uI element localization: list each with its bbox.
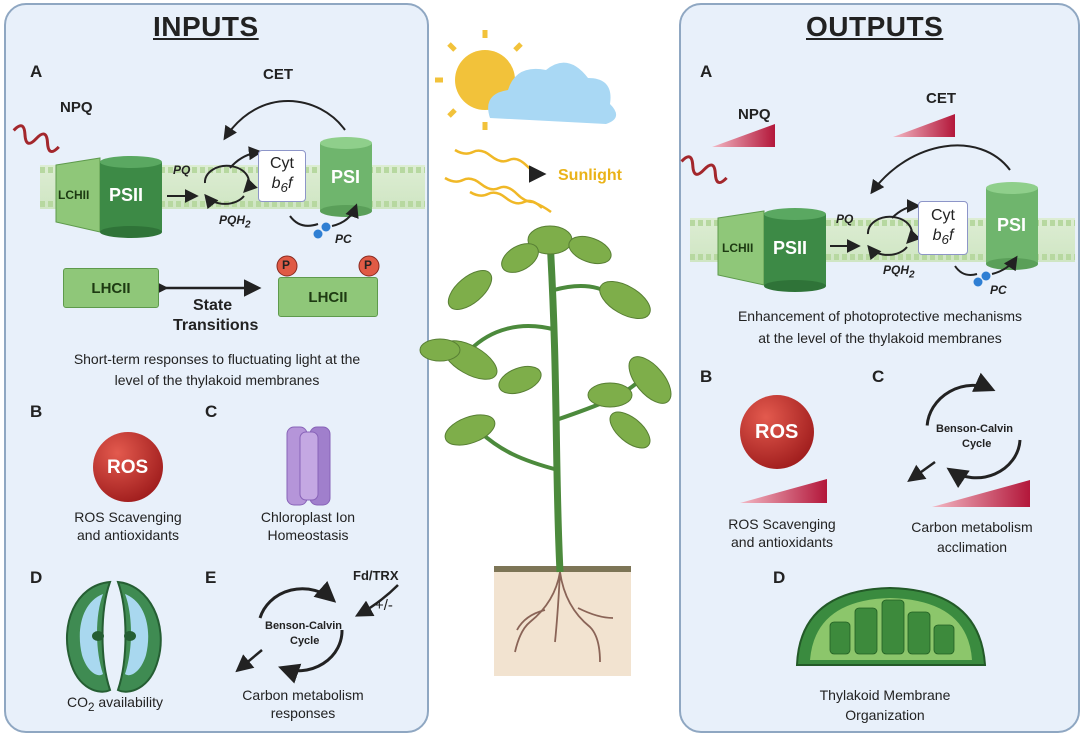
inputs-e-caption-2: responses (270, 705, 336, 721)
outputs-b-caption-2: and antioxidants (731, 534, 833, 550)
inputs-c-caption-2: Homeostasis (267, 527, 349, 543)
inputs-e-cycle-label-2: Cycle (290, 635, 320, 647)
outputs-psii-cylinder (764, 208, 826, 292)
inputs-fdtrx-label: Fd/TRX (353, 568, 399, 583)
inputs-cet-label: CET (263, 66, 293, 83)
outputs-chloroplast-icon (795, 586, 987, 666)
outputs-npq-ramp (712, 124, 775, 147)
sunlight-rays (444, 148, 552, 214)
inputs-cet-arrow (223, 100, 346, 141)
cloud-icon (488, 62, 617, 124)
inputs-b-caption-1: ROS Scavenging (74, 509, 182, 525)
outputs-cet-arrow (870, 144, 1011, 195)
outputs-pq-label: PQ (836, 212, 854, 226)
inputs-ion-channel-icon (286, 426, 331, 506)
inputs-stomata-icon (65, 580, 162, 693)
outputs-npq-label: NPQ (738, 106, 771, 123)
outputs-pc-dot (973, 277, 983, 287)
inputs-lchii-label: LCHII (58, 188, 90, 202)
inputs-ros-label: ROS (107, 457, 149, 478)
inputs-b-letter: B (30, 402, 43, 421)
outputs-c-letter: C (872, 367, 885, 386)
inputs-cyt-label: Cyt (270, 154, 294, 172)
inputs-d-caption: CO2 availability (67, 694, 163, 714)
outputs-lchii-label: LCHII (722, 241, 754, 255)
inputs-sign-label: +/- (375, 597, 393, 614)
inputs-phospho-left (276, 255, 298, 277)
outputs-calvin-cycle-icon (907, 372, 1022, 489)
inputs-ros-ball (93, 432, 163, 502)
inputs-phospho-right (358, 255, 380, 277)
inputs-npq-label: NPQ (60, 99, 93, 116)
outputs-b-letter: B (700, 367, 713, 386)
outputs-heading: OUTPUTS (806, 11, 944, 42)
plant-roots (514, 571, 614, 663)
inputs-b-caption-2: and antioxidants (77, 527, 179, 543)
inputs-pq-cycle (203, 164, 258, 194)
inputs-d-letter: D (30, 568, 43, 587)
outputs-ros-ball (740, 395, 814, 469)
inputs-npq-wave (12, 124, 60, 153)
inputs-pq-label: PQ (173, 163, 191, 177)
outputs-psi-cylinder (986, 182, 1038, 270)
outputs-c-cycle-label-1: Benson-Calvin (936, 423, 1014, 435)
outputs-a-letter: A (700, 62, 713, 81)
outputs-cet-ramp (893, 114, 955, 137)
inputs-phospho-left-label: P (282, 258, 291, 272)
inputs-cyt-b6f-box: Cyt b6f (258, 150, 306, 202)
inputs-calvin-cycle-icon (235, 581, 399, 684)
outputs-ros-label: ROS (755, 421, 799, 443)
outputs-psii-label: PSII (773, 238, 808, 258)
inputs-lhcii-left: LHCII (63, 268, 159, 308)
outputs-b6f-label: b6f (932, 226, 954, 248)
outputs-cet-label: CET (926, 90, 956, 107)
inputs-psii-label: PSII (109, 185, 144, 205)
inputs-a-caption-2: level of the thylakoid membranes (114, 372, 320, 388)
inputs-b6f-label: b6f (271, 174, 293, 196)
outputs-c-cycle-label-2: Cycle (962, 438, 992, 450)
outputs-a-caption-1: Enhancement of photoprotective mechanism… (737, 308, 1023, 324)
outputs-pc-label: PC (990, 283, 1007, 297)
outputs-d-caption-2: Organization (845, 707, 925, 723)
inputs-lhcii-right: LHCII (278, 277, 378, 317)
outputs-c-caption-1: Carbon metabolism (911, 519, 1033, 535)
tomato-plant (419, 225, 672, 573)
inputs-c-letter: C (205, 402, 218, 421)
sunlight-label: Sunlight (558, 167, 622, 184)
inputs-e-caption-1: Carbon metabolism (242, 687, 364, 703)
outputs-cyt-label: Cyt (931, 206, 955, 224)
outputs-npq-wave (680, 155, 728, 184)
inputs-psii-cylinder (100, 156, 162, 238)
inputs-a-letter: A (30, 62, 43, 81)
outputs-d-letter: D (773, 568, 786, 587)
inputs-state-label-2: Transitions (173, 317, 259, 334)
outputs-ros-ramp (740, 479, 827, 503)
inputs-e-cycle-label-1: Benson-Calvin (265, 620, 343, 632)
outputs-b-caption-1: ROS Scavenging (728, 516, 836, 532)
inputs-pqh2-label: PQH2 (219, 213, 251, 231)
inputs-psi-label: PSI (331, 167, 361, 187)
outputs-carbon-ramp (932, 480, 1030, 507)
inputs-a-caption-1: Short-term responses to fluctuating ligh… (73, 351, 361, 367)
outputs-psi-label: PSI (997, 215, 1027, 235)
outputs-cyt-b6f-box: Cyt b6f (918, 201, 968, 255)
inputs-pc-label: PC (335, 232, 352, 246)
inputs-phospho-right-label: P (364, 258, 373, 272)
outputs-a-caption-2: at the level of the thylakoid membranes (758, 330, 1002, 346)
inputs-c-caption-1: Chloroplast Ion (260, 509, 356, 525)
inputs-e-letter: E (205, 568, 217, 587)
inputs-state-label-1: State (193, 297, 233, 314)
outputs-d-caption-1: Thylakoid Membrane (819, 687, 951, 703)
outputs-c-caption-2: acclimation (936, 539, 1008, 555)
inputs-pc-dot (313, 229, 323, 239)
outputs-pqh2-label: PQH2 (883, 263, 915, 281)
inputs-heading: INPUTS (153, 11, 259, 42)
